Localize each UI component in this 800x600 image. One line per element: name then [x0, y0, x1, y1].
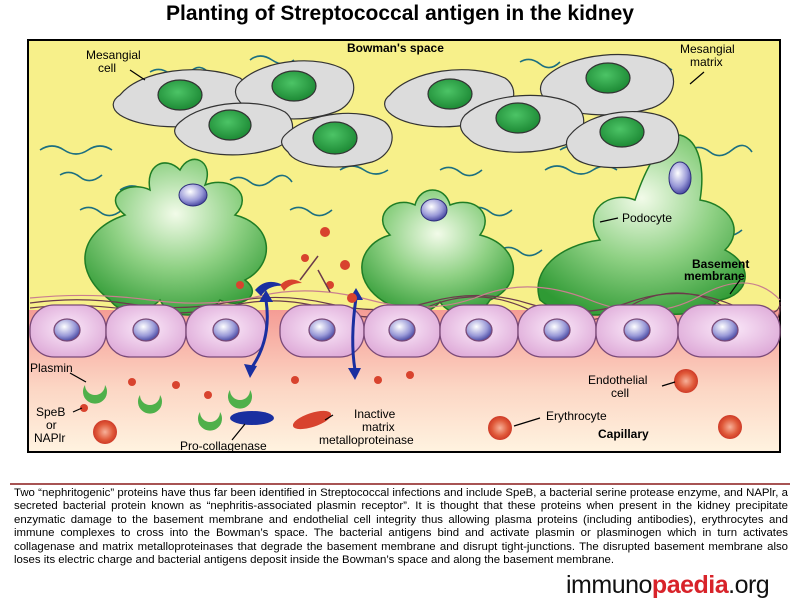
label-capillary: Capillary [598, 427, 649, 441]
endothelial-cell [517, 304, 597, 358]
label-inactive: Inactive [354, 407, 396, 421]
plasmin-icon [82, 385, 108, 404]
mesangial-cell [281, 112, 393, 168]
arrow-head-icon [259, 290, 273, 302]
label-endothelial-cell: Endothelial [588, 373, 647, 387]
endothelial-cell [279, 304, 365, 358]
labels: Bowman's space Mesangial cell Mesangial … [30, 41, 749, 453]
endothelial-cell [29, 304, 107, 358]
label-naplr: NAPlr [34, 431, 65, 445]
label-metalloproteinase: metalloproteinase [319, 433, 414, 447]
brand-part-2: paedia [651, 571, 729, 599]
brand-part-1: immuno [566, 571, 652, 599]
label-pointers [69, 69, 741, 441]
endothelial-cells [29, 304, 781, 358]
label-matrix: matrix [362, 420, 395, 434]
endothelial-cell [185, 304, 267, 358]
label-endothelial-cell-2: cell [611, 386, 629, 400]
label-bowmans-space: Bowman's space [347, 41, 444, 55]
endothelial-cell [439, 304, 519, 358]
erythrocyte-icon [718, 415, 742, 439]
label-podocyte: Podocyte [622, 211, 672, 225]
page-title: Planting of Streptococcal antigen in the… [166, 2, 634, 25]
endothelial-cell [595, 304, 679, 358]
brand-logo: immunopaedia.org [566, 571, 770, 599]
erythrocyte-icon [674, 369, 698, 393]
endothelial-cell [363, 304, 441, 358]
erythrocyte-icon [488, 416, 512, 440]
podocyte-nucleus [420, 198, 448, 222]
label-speb-or: or [46, 418, 57, 432]
plasmin-icon [228, 390, 252, 409]
mesangial-cell [459, 94, 585, 153]
label-pro-collagenase: Pro-collagenase [180, 439, 267, 453]
mesangial-cell [565, 110, 680, 169]
endothelial-cell [677, 304, 781, 358]
label-mesangial-cell-2: cell [98, 61, 116, 75]
pro-collagenase-icon [230, 411, 274, 425]
diagram-frame [27, 39, 781, 453]
endothelial-cell [105, 304, 187, 358]
label-basement-membrane-2: membrane [684, 269, 745, 283]
brand-part-3: .org [728, 571, 770, 599]
mesangial-cells [112, 53, 680, 169]
plasmin-icon [138, 395, 162, 414]
label-plasmin: Plasmin [30, 361, 73, 375]
caption-text: Two “nephritogenic” proteins have thus f… [14, 487, 788, 567]
capillary-contents [80, 369, 742, 444]
antigen-passage-arrows [248, 297, 358, 371]
arrow-head-icon [244, 364, 257, 378]
podocyte-nucleus [668, 161, 692, 195]
label-mesangial-matrix: Mesangial [680, 42, 735, 56]
mesangial-cell [234, 60, 355, 120]
podocyte-3 [537, 134, 746, 316]
mesangial-cell [174, 102, 294, 156]
podocyte-nucleus [178, 183, 208, 207]
label-speb: SpeB [36, 405, 65, 419]
label-mesangial-cell: Mesangial [86, 48, 141, 62]
podocyte-2 [361, 189, 515, 316]
label-mesangial-matrix-2: matrix [690, 55, 723, 69]
antigen-deposits [236, 227, 357, 303]
label-basement-membrane: Basement [692, 257, 749, 271]
arrow-head-icon [348, 368, 361, 380]
metalloproteinase-icon [292, 410, 332, 430]
plasmin-icon [198, 412, 222, 431]
erythrocyte-icon [93, 420, 117, 444]
label-erythrocyte: Erythrocyte [546, 409, 607, 423]
